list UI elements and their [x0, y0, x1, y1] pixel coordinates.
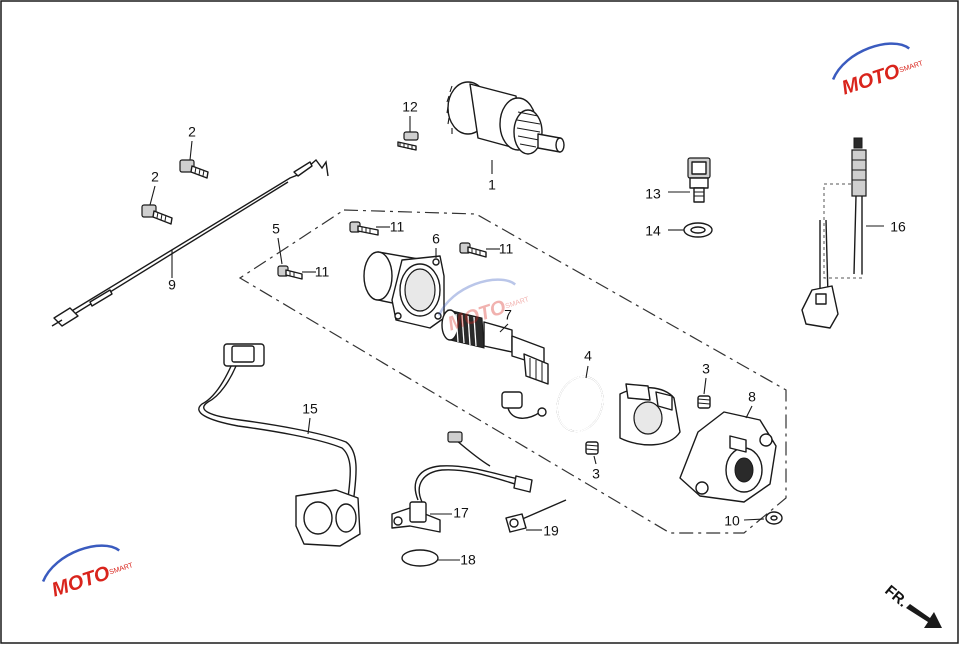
part-10-washer	[743, 511, 783, 525]
watermark-tagline-center: SMART	[505, 296, 531, 310]
callout-c15: 15	[302, 401, 318, 417]
callout-c2a: 2	[188, 124, 196, 140]
part-17-crank-sensor	[391, 431, 533, 533]
part-12-bolt	[397, 116, 419, 151]
callout-c4: 4	[584, 348, 592, 364]
watermark-tagline: SMART	[899, 60, 925, 74]
watermark-text: MOTO	[839, 60, 903, 99]
starter-assembly-boundary	[238, 209, 787, 534]
callout-c11c: 11	[315, 264, 330, 280]
part-13-temp-sensor	[668, 157, 711, 203]
part-18-o-ring	[401, 549, 460, 567]
callout-c11b: 11	[499, 241, 514, 257]
part-9-cable	[51, 158, 329, 327]
part-15-wiring-harness	[198, 343, 361, 547]
callout-c1: 1	[488, 177, 496, 193]
callout-c3a: 3	[702, 361, 710, 377]
front-direction-arrow-icon	[906, 604, 942, 628]
part-2-bolt-upper	[179, 140, 209, 179]
callout-c12: 12	[402, 99, 418, 115]
part-11-bolt-b	[459, 242, 500, 258]
part-8-end-cover	[679, 405, 777, 503]
callout-c17: 17	[453, 505, 469, 521]
brush-holder	[501, 391, 547, 419]
brush-plate	[619, 383, 681, 446]
front-direction-indicator: FR.	[881, 582, 942, 628]
part-11-bolt-a	[349, 221, 390, 236]
part-3-spring-upper	[697, 377, 711, 409]
callout-c9: 9	[168, 277, 176, 293]
part-19-probe	[505, 499, 567, 533]
watermark-top-right: MOTO SMART	[831, 42, 925, 100]
callout-c3b: 3	[592, 466, 600, 482]
front-direction-label: FR.	[881, 582, 910, 611]
callout-c2b: 2	[151, 169, 159, 185]
callout-c13: 13	[645, 186, 661, 202]
part-11-bolt-c	[277, 237, 316, 280]
part-1-starter-clutch	[446, 81, 565, 174]
callout-c10: 10	[724, 513, 740, 529]
callout-c16: 16	[890, 219, 906, 235]
watermark-text-bl: MOTO	[49, 562, 113, 601]
callout-c5: 5	[272, 221, 280, 237]
watermark-bottom-left: MOTO SMART	[41, 544, 135, 602]
callout-c8: 8	[748, 389, 756, 405]
part-3-spring-lower	[585, 441, 599, 465]
part-7-armature	[441, 309, 549, 385]
callout-c11a: 11	[390, 219, 405, 235]
callout-c6: 6	[432, 231, 440, 247]
part-6-housing	[363, 248, 445, 329]
callout-c18: 18	[460, 552, 476, 568]
callout-c14: 14	[645, 223, 661, 239]
part-14-washer	[668, 222, 713, 238]
part-16-sensor-cable	[801, 137, 884, 329]
watermark-tagline-bl: SMART	[109, 562, 135, 576]
callout-c7: 7	[504, 307, 512, 323]
part-2-bolt-lower	[141, 185, 173, 225]
part-4-o-ring	[556, 365, 604, 433]
callout-c19: 19	[543, 523, 559, 539]
